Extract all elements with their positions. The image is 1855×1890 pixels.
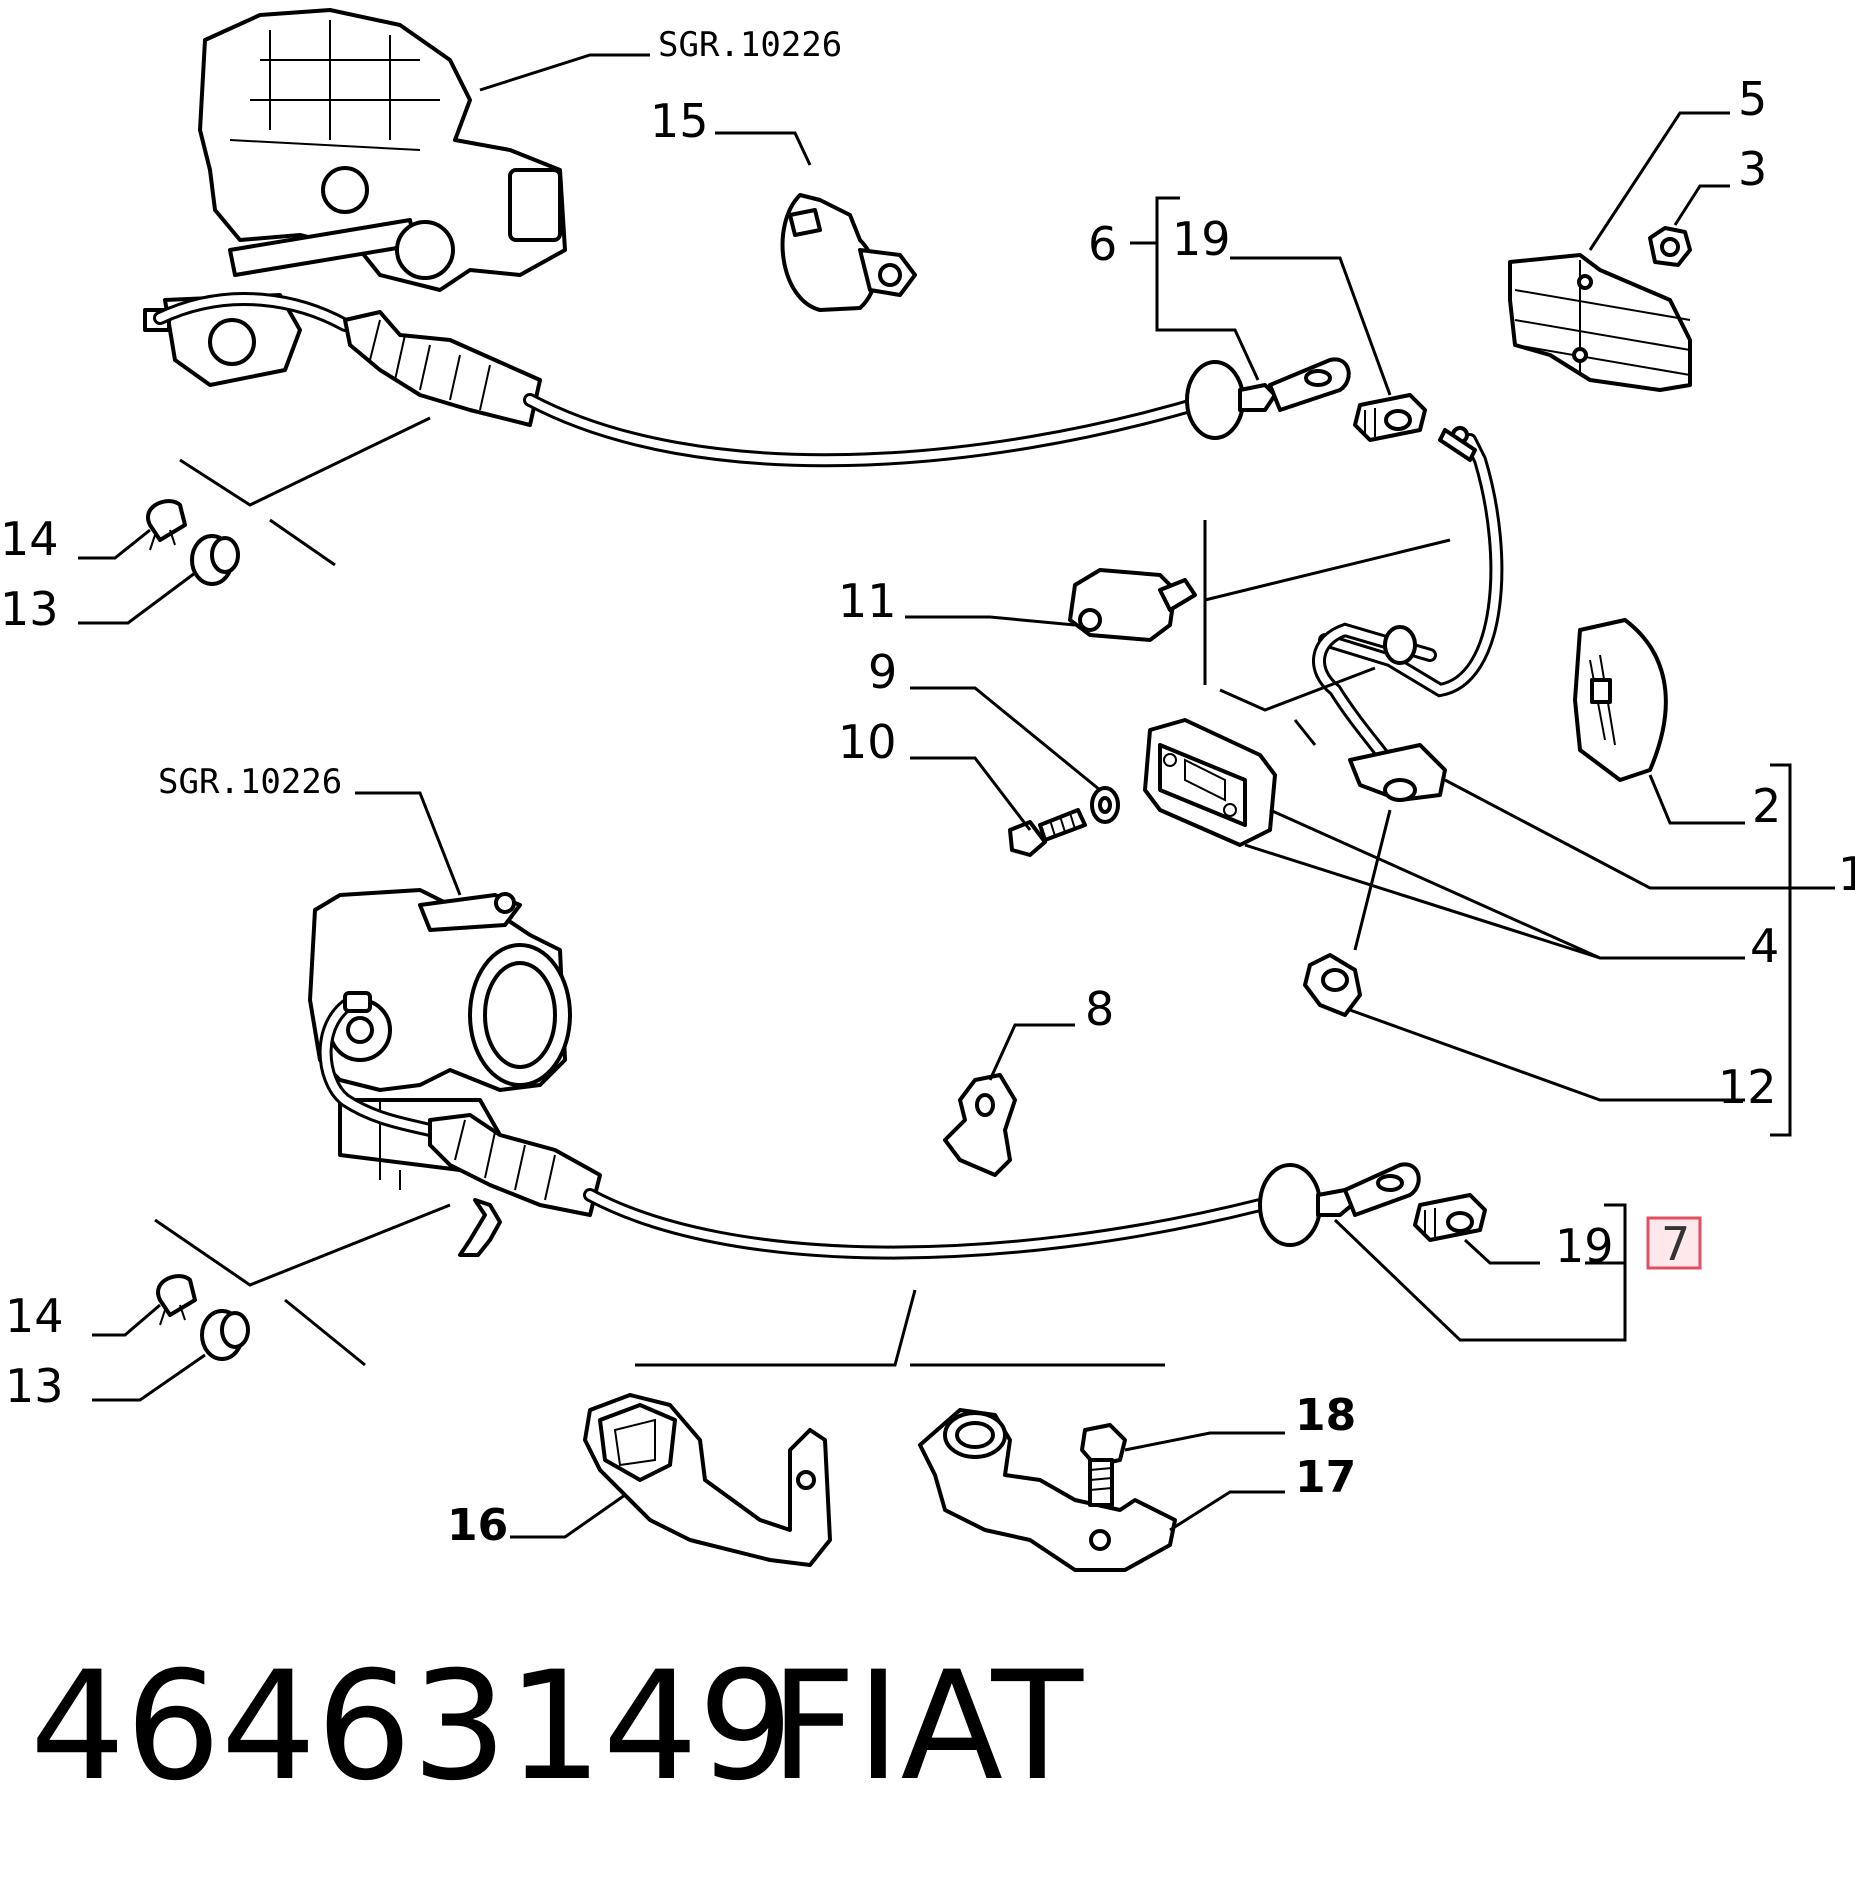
callout-4: 4 (1750, 919, 1779, 973)
labels: SGR.10226 SGR.10226 15 5 3 6 19 14 13 11… (0, 25, 1855, 1814)
callout-16: 16 (447, 1500, 508, 1551)
callout-7-highlight-box (1646, 1216, 1702, 1270)
part-8-clip (943, 1073, 1017, 1177)
brand-name: FIAT (770, 1640, 1084, 1814)
callout-13-top: 13 (0, 582, 59, 636)
leader-lines (78, 53, 1835, 1539)
callout-1: 1 (1838, 847, 1855, 901)
sgr-label-mid: SGR.10226 (158, 762, 342, 802)
part-17-bracket (918, 1408, 1177, 1572)
part-3-nut (1648, 226, 1692, 267)
callout-12: 12 (1718, 1060, 1777, 1114)
callout-18: 18 (1295, 1390, 1356, 1441)
part-11-fitting (1068, 568, 1197, 642)
part-4-rubber-pad (1143, 718, 1277, 847)
callout-13-bottom: 13 (5, 1359, 64, 1413)
part-12-clip (1303, 953, 1362, 1017)
callout-10: 10 (838, 715, 897, 769)
part-13-bush-bottom (200, 1309, 250, 1361)
part-19-grommet-bottom (1413, 1193, 1487, 1242)
injection-unit-drawing (143, 8, 567, 387)
part-15-clip (780, 193, 917, 312)
callout-7: 7 (1661, 1217, 1690, 1271)
callout-2: 2 (1752, 779, 1781, 833)
upper-accelerator-cable-drawing (153, 292, 1351, 468)
part-18-bolt (1080, 1423, 1127, 1507)
callout-19-top: 19 (1172, 212, 1231, 266)
part-1-pedal-linkage (1312, 426, 1504, 802)
callout-3: 3 (1738, 142, 1767, 196)
callout-9: 9 (868, 645, 897, 699)
part-14-clip-top (146, 499, 187, 551)
sgr-label-top: SGR.10226 (658, 25, 842, 65)
part-9-washer (1090, 786, 1120, 824)
lower-accelerator-cable-drawing (318, 991, 1421, 1260)
part-19-grommet-top (1353, 393, 1427, 442)
part-13-bush-top (190, 534, 240, 586)
part-2-pad (1573, 618, 1668, 782)
callout-15: 15 (650, 94, 709, 148)
part-16-bracket (583, 1393, 832, 1567)
callout-6: 6 (1088, 217, 1117, 271)
callout-19-bottom: 19 (1555, 1219, 1614, 1273)
callout-11: 11 (838, 574, 897, 628)
callout-5: 5 (1738, 72, 1767, 126)
callout-14-bottom: 14 (5, 1289, 64, 1343)
callout-14-top: 14 (0, 512, 59, 566)
part-14-clip-bottom (156, 1274, 197, 1326)
callout-17: 17 (1295, 1452, 1356, 1503)
part-5-bracket (1508, 253, 1692, 392)
part-10-bolt (1008, 808, 1087, 857)
callout-8: 8 (1085, 982, 1114, 1036)
part-number: 46463149 (30, 1640, 793, 1814)
